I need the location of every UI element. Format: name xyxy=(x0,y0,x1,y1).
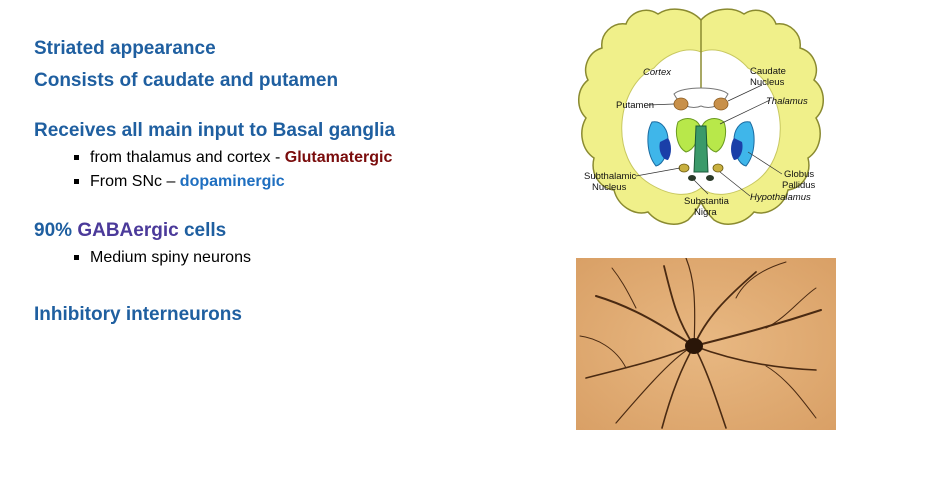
label-putamen: Putamen xyxy=(616,100,654,111)
heading-striated: Striated appearance xyxy=(34,38,216,59)
heading-suffix: cells xyxy=(178,220,227,241)
heading-interneurons: Inhibitory interneurons xyxy=(34,304,242,325)
label-subthalamic-2: Nucleus xyxy=(592,182,627,193)
globus-pallidus-left xyxy=(659,138,671,160)
neuron-soma xyxy=(685,338,703,354)
heading-gabaergic: 90% GABAergic cells xyxy=(34,220,554,242)
label-caudate-1: Caudate xyxy=(750,66,786,77)
globus-pallidus-right xyxy=(731,138,743,160)
neuron-micrograph xyxy=(576,258,836,430)
input-bullets: from thalamus and cortex - Glutamatergic… xyxy=(34,146,554,194)
heading-receives: Receives all main input to Basal ganglia xyxy=(34,120,396,141)
bullet-text: from thalamus and cortex - xyxy=(90,149,285,166)
label-cortex: Cortex xyxy=(643,67,672,78)
label-caudate-2: Nucleus xyxy=(750,77,785,88)
label-globus-1: Globus xyxy=(784,169,814,180)
label-substantia-1: Substantia xyxy=(684,196,730,207)
bullet-thalamus-cortex: from thalamus and cortex - Glutamatergic xyxy=(74,146,554,170)
caudate-left xyxy=(673,97,689,111)
label-hypothalamus: Hypothalamus xyxy=(750,192,811,203)
label-thalamus: Thalamus xyxy=(766,96,808,107)
glutamatergic-label: Glutamatergic xyxy=(284,149,393,166)
gabaergic-label: GABAergic xyxy=(77,220,179,241)
heading-consists: Consists of caudate and putamen xyxy=(34,70,339,91)
caudate-right xyxy=(713,97,729,111)
bullet-medium-spiny: Medium spiny neurons xyxy=(74,246,554,270)
label-substantia-2: Nigra xyxy=(694,207,717,218)
bullet-text: Medium spiny neurons xyxy=(90,249,251,266)
label-globus-2: Pallidus xyxy=(782,180,816,191)
bullet-snc: From SNc – dopaminergic xyxy=(74,170,554,194)
brain-coronal-diagram: Cortex Caudate Nucleus Putamen Thalamus … xyxy=(578,8,824,225)
heading-prefix: 90% xyxy=(34,220,78,241)
slide-text: Striated appearance Consists of caudate … xyxy=(34,38,554,326)
label-subthalamic-1: Subthalamic xyxy=(584,171,637,182)
gaba-bullets: Medium spiny neurons xyxy=(34,246,554,270)
dopaminergic-label: dopaminergic xyxy=(179,173,285,190)
bullet-text: From SNc – xyxy=(90,173,180,190)
